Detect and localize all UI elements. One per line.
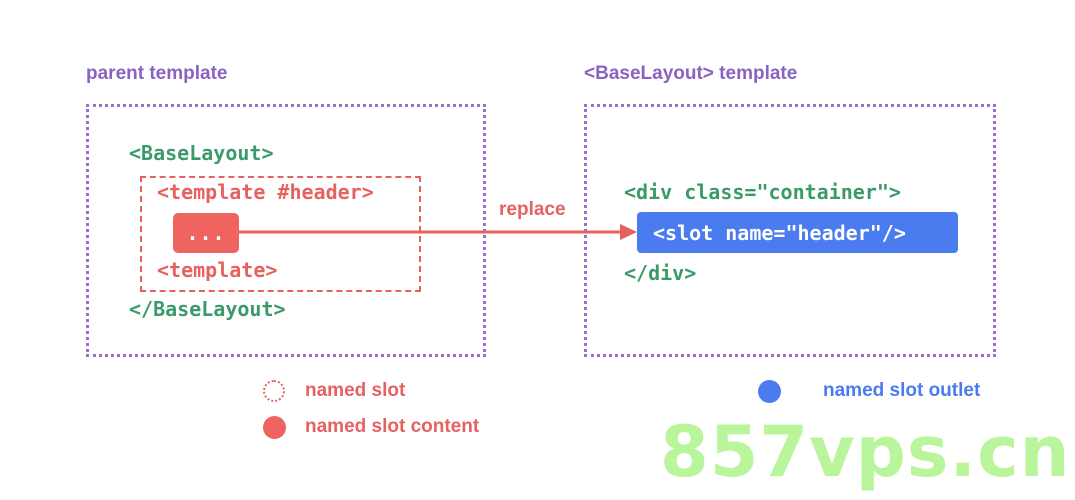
slot-tag: <slot name="header"/> xyxy=(653,220,906,245)
named-slot-template-box xyxy=(140,176,421,292)
named-slot-outlet-legend-label: named slot outlet xyxy=(823,380,981,401)
slot-content-ellipsis: ... xyxy=(186,221,226,245)
named-slot-content-legend-icon xyxy=(263,416,286,439)
named-slot-content-legend-label: named slot content xyxy=(305,416,480,437)
template-header-tag: <template #header> xyxy=(157,180,374,204)
parent-template-title: parent template xyxy=(86,63,228,84)
baselayout-open-tag: <BaseLayout> xyxy=(129,141,274,165)
named-slot-legend-label: named slot xyxy=(305,380,406,401)
replace-label: replace xyxy=(499,199,566,220)
named-slot-content-chip: ... xyxy=(173,213,239,253)
div-container-open-tag: <div class="container"> xyxy=(624,180,901,204)
named-slot-outlet-legend-icon xyxy=(758,380,781,403)
baselayout-template-title: <BaseLayout> template xyxy=(584,63,798,84)
template-close-tag: <template> xyxy=(157,258,278,282)
named-slot-legend-icon xyxy=(263,380,285,402)
named-slot-outlet-chip: <slot name="header"/> xyxy=(637,212,958,253)
watermark: 857vps.cn xyxy=(660,411,1071,493)
div-close-tag: </div> xyxy=(624,261,697,285)
baselayout-close-tag: </BaseLayout> xyxy=(129,297,286,321)
